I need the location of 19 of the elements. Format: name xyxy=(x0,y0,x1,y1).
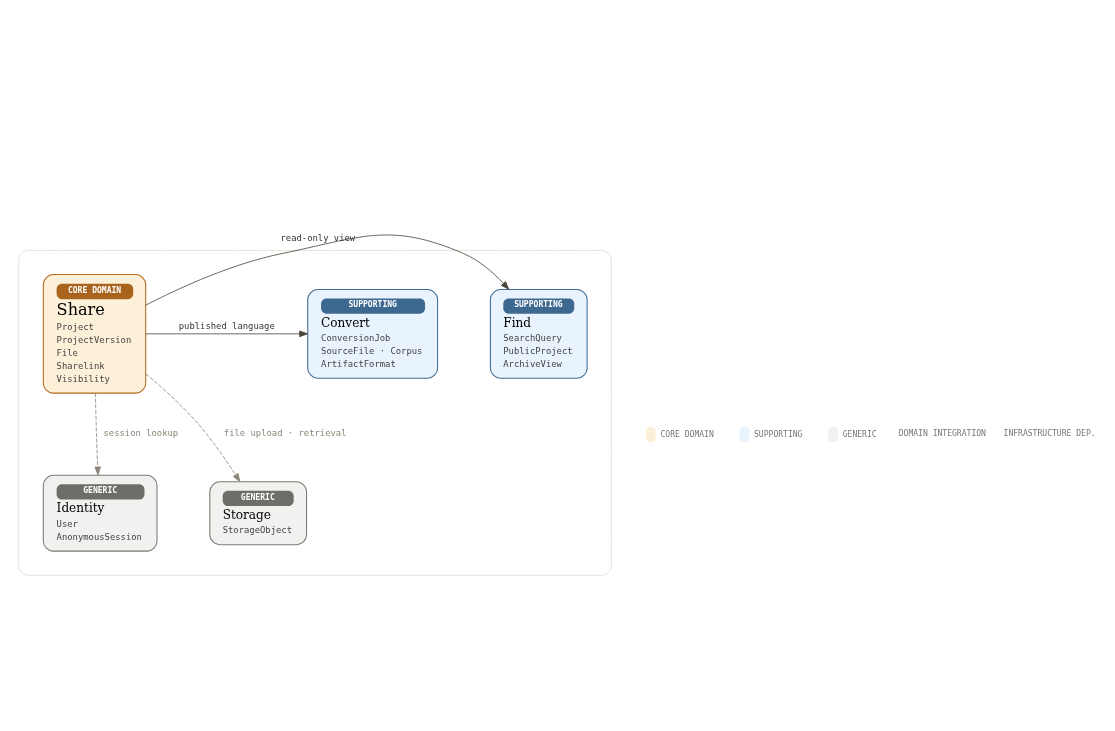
arrow xyxy=(145,330,309,338)
edge-label: file upload · retrieval xyxy=(223,428,347,439)
node-box: GENERIC Identity User AnonymousSession xyxy=(42,474,158,552)
legend-label: INFRASTRUCTURE DEP. xyxy=(1003,429,1096,439)
arrow xyxy=(94,392,101,476)
edge-label: published language xyxy=(178,320,275,331)
node-box: GENERIC Storage StorageObject xyxy=(209,481,308,546)
edge-label: session lookup xyxy=(103,428,179,439)
arrow xyxy=(145,373,241,483)
legend-label: GENERIC xyxy=(842,429,877,439)
node-box: CORE DOMAIN Share Project ProjectVersion File Sharelink Visibility xyxy=(42,274,147,394)
cluster xyxy=(18,250,612,576)
legend-label: CORE DOMAIN xyxy=(660,429,714,439)
arrow xyxy=(145,234,510,306)
legend-label: DOMAIN INTEGRATION xyxy=(898,429,986,439)
node-box: SUPPORTING Find SearchQuery PublicProject ArchiveView xyxy=(489,289,588,379)
node-box: SUPPORTING Convert ConversionJob SourceFile · Corpus ArtifactFormat xyxy=(307,289,439,379)
legend-label: SUPPORTING xyxy=(754,429,803,439)
edge-label: read-only view xyxy=(280,233,356,244)
